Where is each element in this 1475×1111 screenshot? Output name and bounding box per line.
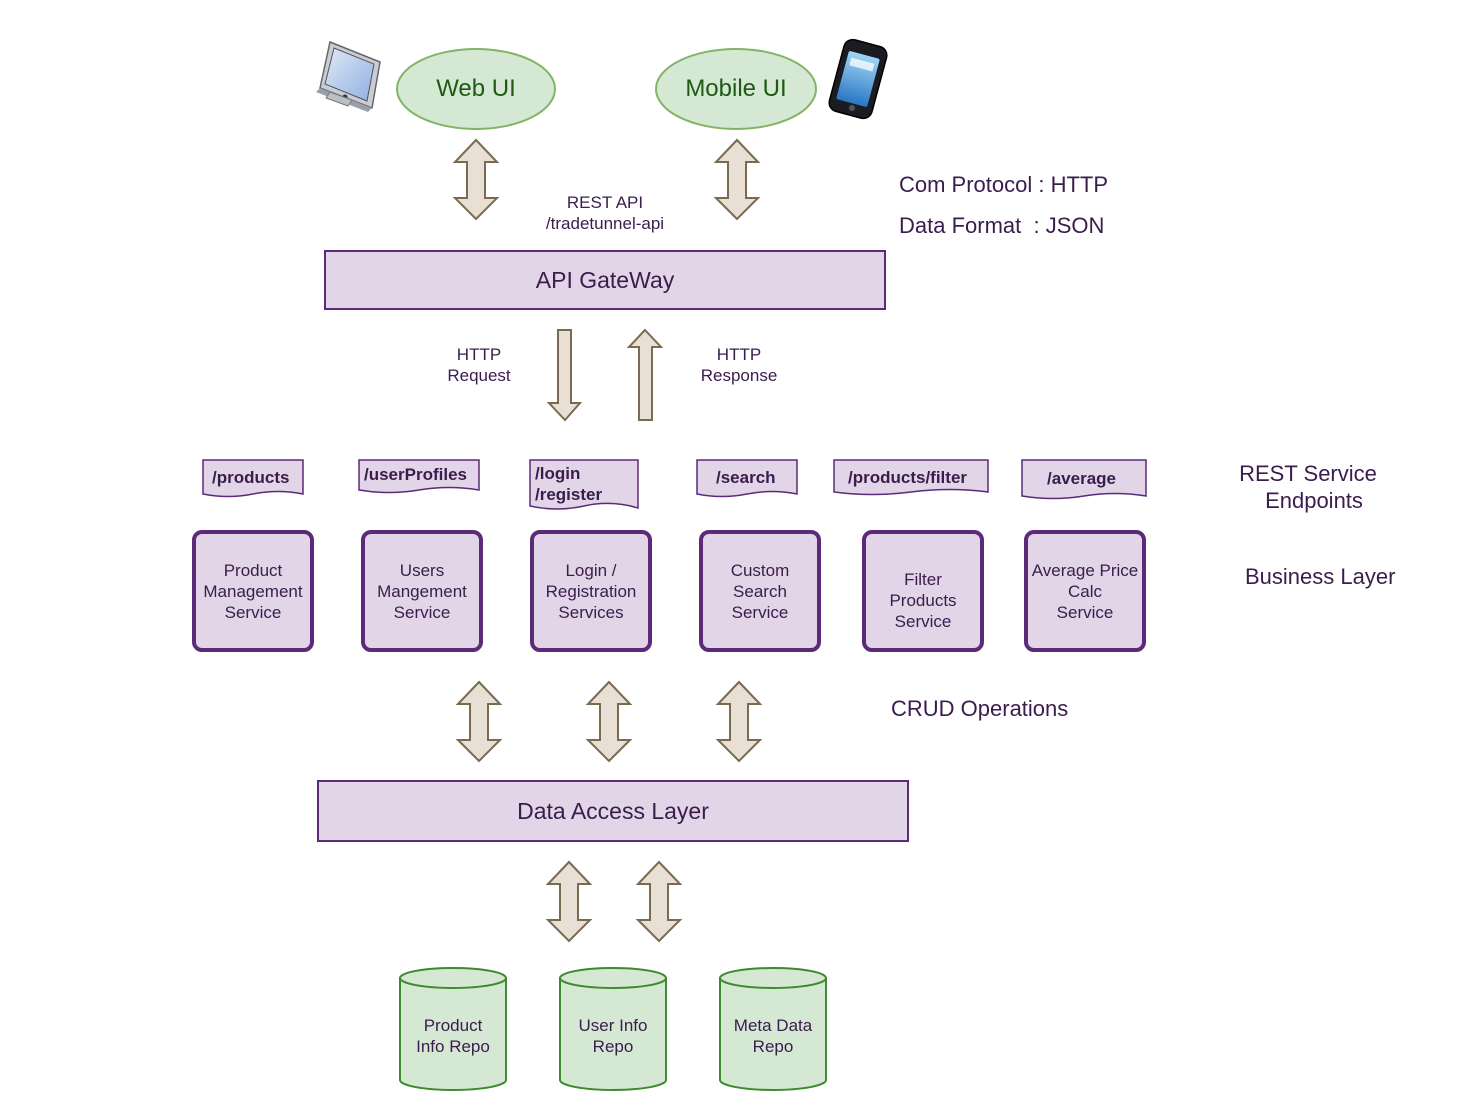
rest-api-title: REST API — [566, 193, 644, 212]
repo-line: User Info — [578, 1016, 648, 1035]
double-arrow-icon — [455, 680, 503, 763]
service-line: Search — [733, 581, 787, 601]
http-request-label: HTTP Request — [447, 344, 510, 386]
http-response-line1: HTTP — [716, 345, 762, 364]
double-arrow-icon — [585, 680, 633, 763]
service-users-management: Users Mangement Service — [361, 530, 483, 652]
crud-operations-label: CRUD Operations — [891, 696, 1069, 721]
service-average-price-calc: Average Price Calc Service — [1024, 530, 1146, 652]
service-line: Registration — [545, 581, 637, 601]
up-arrow-icon — [626, 328, 664, 421]
service-line: Service — [224, 602, 282, 622]
double-arrow-icon — [635, 860, 683, 943]
endpoint-user-profiles: /userProfiles — [364, 465, 467, 484]
api-gateway-label: API GateWay — [535, 267, 675, 293]
com-protocol-note: Com Protocol : HTTP — [899, 172, 1109, 197]
down-arrow-icon — [546, 329, 583, 422]
double-arrow-icon — [713, 138, 761, 221]
repo-line: Repo — [752, 1037, 794, 1056]
service-login-registration: Login / Registration Services — [530, 530, 652, 652]
service-custom-search: Custom Search Service — [699, 530, 821, 652]
repo-line: Product — [423, 1016, 483, 1035]
service-line: Users — [399, 560, 445, 580]
service-line: Service — [393, 602, 451, 622]
endpoint-average: /average — [1047, 469, 1116, 488]
repo-cylinder — [399, 967, 507, 1091]
http-response-line2: Response — [700, 366, 778, 385]
endpoint-login-register: /login /register — [535, 463, 602, 505]
repo-cylinder — [719, 967, 827, 1091]
service-line: Login / — [565, 560, 617, 580]
rest-endpoints-side-label: REST Service Endpoints — [1239, 460, 1377, 514]
service-line: Filter — [904, 569, 942, 589]
mobile-ui-node — [655, 48, 817, 130]
service-line: Service — [731, 602, 789, 622]
mobile-ui-label: Mobile UI — [685, 75, 787, 102]
endpoint-shape — [202, 459, 304, 498]
double-arrow-icon — [452, 138, 500, 221]
web-ui-node — [396, 48, 556, 130]
endpoint-register: /register — [535, 485, 603, 504]
web-ui-label: Web UI — [436, 75, 516, 102]
repo-line: Meta Data — [733, 1016, 813, 1035]
service-line: Service — [1056, 602, 1114, 622]
data-format-note: Data Format : JSON — [899, 213, 1105, 238]
desktop-monitor-icon — [316, 40, 381, 112]
endpoint-products: /products — [212, 468, 290, 487]
repo-product-info: Product Info Repo — [398, 1015, 508, 1057]
service-line: Services — [558, 602, 624, 622]
endpoint-search: /search — [716, 468, 776, 487]
rest-endpoints-line2: Endpoints — [1265, 488, 1363, 513]
repo-cylinder — [559, 967, 667, 1091]
http-request-line1: HTTP — [456, 345, 502, 364]
business-layer-label: Business Layer — [1245, 564, 1396, 589]
endpoint-shape — [1021, 459, 1147, 500]
repo-user-info: User Info Repo — [558, 1015, 668, 1057]
smartphone-icon — [828, 38, 888, 120]
service-line: Management — [203, 581, 303, 601]
data-access-layer-box — [317, 780, 909, 842]
data-access-layer-label: Data Access Layer — [517, 798, 709, 824]
service-line: Product — [223, 560, 283, 580]
service-line: Custom — [730, 560, 790, 580]
service-line: Average Price — [1031, 560, 1139, 580]
service-product-management: Product Management Service — [192, 530, 314, 652]
repo-meta-data: Meta Data Repo — [718, 1015, 828, 1057]
rest-endpoints-line1: REST Service — [1239, 461, 1377, 486]
endpoint-shape — [529, 459, 639, 510]
http-response-label: HTTP Response — [701, 344, 778, 386]
service-line: Service — [894, 611, 952, 631]
endpoint-shape — [358, 459, 480, 494]
service-line: Calc — [1067, 581, 1102, 601]
double-arrow-icon — [715, 680, 763, 763]
endpoint-shape — [696, 459, 798, 498]
endpoint-login: /login — [535, 464, 581, 483]
service-line: Products — [889, 590, 957, 610]
rest-api-path: /tradetunnel-api — [545, 214, 665, 233]
repo-line: Info Repo — [416, 1037, 490, 1056]
rest-api-label: REST API /tradetunnel-api — [546, 192, 664, 234]
http-request-line2: Request — [447, 366, 511, 385]
service-line: Mangement — [377, 581, 467, 601]
api-gateway-box — [324, 250, 886, 310]
repo-line: Repo — [592, 1037, 634, 1056]
endpoint-products-filter: /products/filter — [848, 468, 968, 487]
double-arrow-icon — [545, 860, 593, 943]
endpoint-shape — [833, 459, 989, 496]
service-filter-products: Filter Products Service — [862, 530, 984, 652]
